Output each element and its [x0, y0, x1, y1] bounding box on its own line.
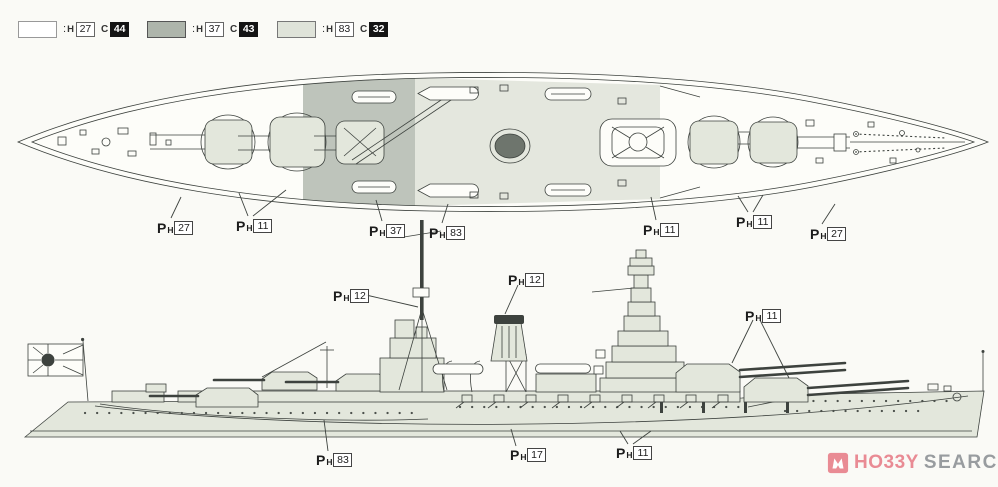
midship-boats — [535, 363, 597, 393]
tripod-bracing — [505, 353, 527, 393]
turret-aft-1 — [150, 114, 256, 170]
watermark: HO33Y SEARCH — [827, 452, 998, 474]
leader-line — [632, 430, 652, 445]
top-view-drawing — [16, 72, 990, 212]
leader-line — [441, 203, 449, 224]
leader-line — [731, 319, 754, 364]
deck-area-gray — [415, 78, 660, 206]
paint-code-h: 37 — [204, 21, 224, 37]
bow-fittings — [927, 350, 985, 402]
boat-davits — [432, 360, 484, 393]
leader-line — [365, 294, 419, 308]
rising-sun-icon — [27, 343, 84, 377]
aft-superstructure — [379, 319, 445, 393]
color-swatch — [147, 20, 186, 38]
porthole-rows — [83, 399, 952, 415]
naval-ensign-flag — [27, 337, 89, 402]
turret-fwd-upper — [675, 361, 847, 393]
side-view-drawing — [23, 220, 985, 438]
leader-line — [238, 192, 249, 217]
color-swatch — [277, 20, 316, 38]
turret-aft-lower — [148, 387, 259, 408]
pagoda-mast — [591, 249, 691, 393]
leader-line — [504, 284, 519, 315]
watermark-search: SEARCH — [923, 452, 998, 473]
leader-line — [510, 428, 517, 447]
paint-code-c: 44 — [110, 21, 130, 37]
bridge-top-view — [599, 118, 677, 167]
leader-lines — [170, 189, 836, 452]
leader-line — [375, 199, 383, 222]
paint-system-c: C — [100, 23, 109, 35]
leader-line — [252, 189, 287, 217]
paint-code-c: 32 — [369, 21, 389, 37]
paint-system-h: H — [67, 23, 74, 35]
turret-midship-side — [284, 373, 389, 392]
color-swatch — [18, 20, 57, 38]
legend-colon: : — [63, 23, 67, 35]
paint-system-c: C — [359, 23, 368, 35]
watermark-brand: HO33Y — [854, 452, 919, 473]
paint-system-h: H — [326, 23, 333, 35]
leader-line — [821, 203, 836, 225]
paint-code-h: 27 — [75, 21, 95, 37]
legend-colon: : — [192, 23, 196, 35]
legend-colon: : — [322, 23, 326, 35]
leader-line — [650, 196, 657, 221]
paint-code-c: 43 — [239, 21, 259, 37]
leader-line — [759, 319, 790, 379]
turret-fwd-lower — [743, 377, 910, 403]
paint-code-h: 83 — [334, 21, 354, 37]
crane-boom — [351, 93, 455, 165]
turret-aft-2 — [238, 112, 327, 172]
superstructure-deck — [177, 390, 741, 403]
funnel-top-view — [489, 128, 531, 164]
deck-fittings-top — [57, 84, 921, 200]
turret-fwd-2 — [687, 115, 793, 169]
hobby-search-icon — [827, 452, 849, 474]
mainmast — [398, 220, 448, 392]
deck-inner-line — [30, 77, 976, 207]
casemate-guns — [455, 394, 729, 409]
leader-line — [323, 419, 329, 452]
leader-line — [619, 430, 629, 445]
paint-system-c: C — [229, 23, 238, 35]
leader-line — [737, 195, 749, 213]
funnel — [490, 315, 528, 362]
anchor-chains — [833, 131, 965, 155]
leader-line — [752, 194, 764, 213]
boat-booms — [660, 402, 789, 413]
leader-line — [170, 196, 182, 219]
paint-system-h: H — [196, 23, 203, 35]
